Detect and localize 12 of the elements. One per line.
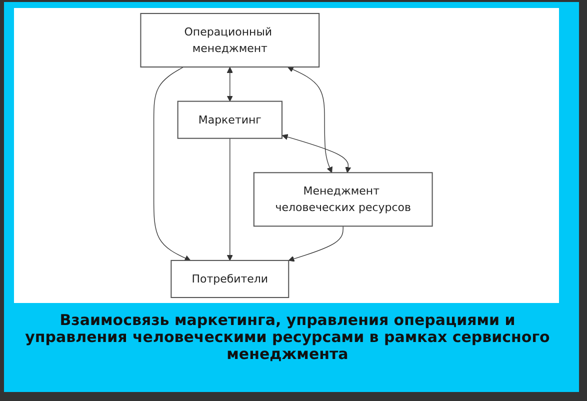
arrow: [153, 66, 191, 261]
node-box: [253, 172, 433, 227]
arrow: [282, 134, 352, 173]
diagram-panel: Операционный менеджмент Маркетинг Потребители Менеджмент человеческих ресурсов: [14, 8, 559, 303]
arrow: [288, 226, 344, 262]
node-box: [140, 12, 320, 68]
arrow: [288, 66, 332, 173]
arrow: [226, 138, 233, 261]
node-box: [170, 260, 290, 298]
caption: Взаимосвязь маркетинга, управления операциями и управления человеческими ресурсами в рамках сервисного менеджмента: [24, 312, 551, 363]
arrow: [226, 67, 233, 102]
node-box: [177, 100, 282, 139]
